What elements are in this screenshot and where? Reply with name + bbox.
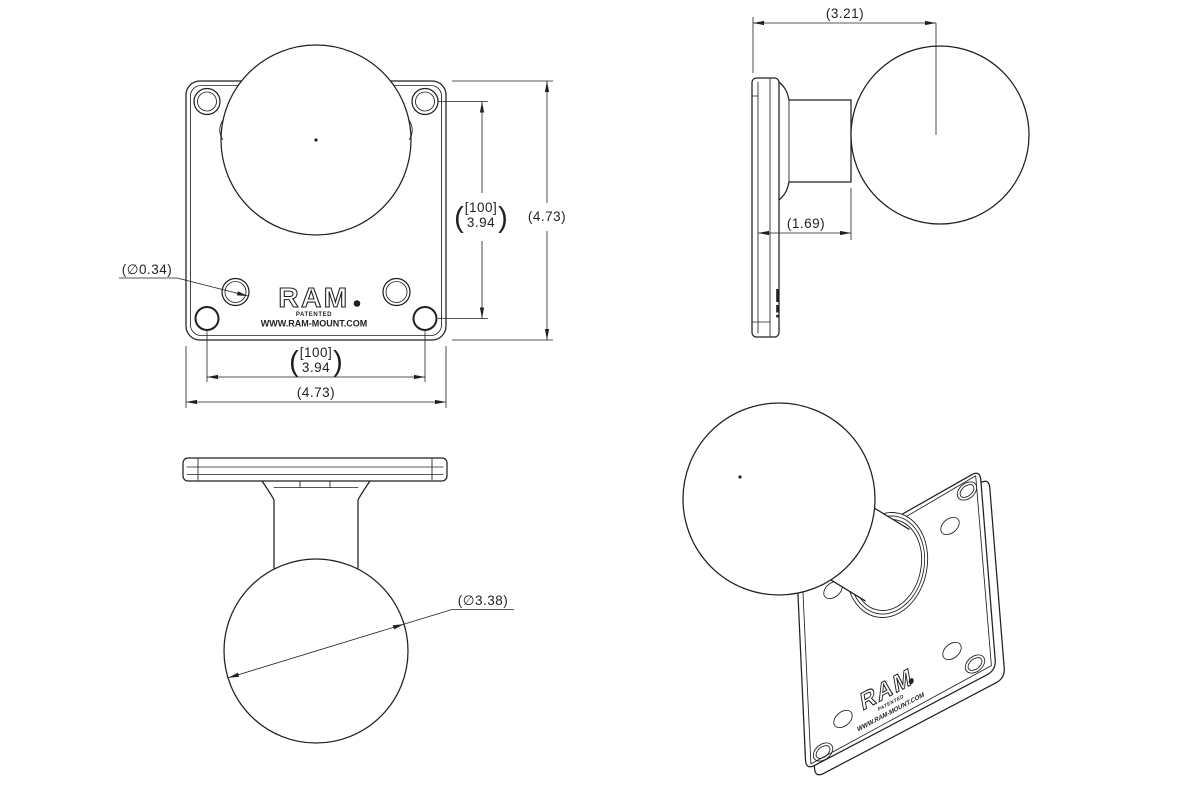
dim-vesa-mm-label: [100] xyxy=(465,200,498,215)
ball-highlight-mark xyxy=(738,475,742,479)
plate-edge-profile xyxy=(182,457,448,482)
dim-overall-vertical: (4.73) xyxy=(452,80,566,341)
paren: ( xyxy=(454,202,464,234)
hole-bottom-left xyxy=(194,306,220,331)
dim-ball-diameter-label: (∅3.38) xyxy=(458,593,509,608)
hole-middle-lower-left xyxy=(833,709,853,729)
flange-post-right xyxy=(357,480,371,570)
brand-period xyxy=(353,300,361,307)
hole-middle-upper-right xyxy=(940,516,960,536)
logo-front: RAM PATENTED WWW.RAM-MOUNT.COM xyxy=(261,281,367,329)
socket-flange-bump-left xyxy=(219,120,224,140)
dim-vesa-mm-label: [100] xyxy=(300,345,333,360)
paren: ) xyxy=(333,346,343,378)
paren: ( xyxy=(289,346,299,378)
dim-vesa-in-label: 3.94 xyxy=(467,215,495,230)
paren: ) xyxy=(498,202,508,234)
brand-period xyxy=(908,678,914,685)
ball-post xyxy=(830,507,910,602)
patented-text: PATENTED xyxy=(296,312,332,318)
dim-hole-diameter: (∅0.34) xyxy=(119,262,249,297)
hole-section-mark xyxy=(776,289,779,302)
ball-center-mark xyxy=(314,138,318,142)
dim-overall-horizontal: (4.73) xyxy=(185,346,447,408)
hole-top-left xyxy=(193,87,221,116)
dim-ball-center-offset: (3.21) xyxy=(752,6,937,135)
dim-ball-center-label: (3.21) xyxy=(826,6,864,21)
flange-curve-bottom xyxy=(778,181,790,201)
ball-outline xyxy=(682,402,876,596)
flange-curve-top xyxy=(778,81,790,101)
dim-socket-face-label: (1.69) xyxy=(787,216,825,231)
hole-section-mark xyxy=(776,314,779,318)
hole-corner-bottom-left xyxy=(812,742,834,762)
hole-middle-right xyxy=(382,277,411,307)
flange-post-left xyxy=(261,480,275,570)
website-text: WWW.RAM-MOUNT.COM xyxy=(261,319,367,329)
front-view: RAM PATENTED WWW.RAM-MOUNT.COM (∅0.34) (… xyxy=(119,44,566,408)
hole-corner-bottom-right xyxy=(964,654,986,674)
dim-ball-diameter: (∅3.38) xyxy=(227,593,514,679)
hole-middle-lower-right xyxy=(942,641,962,661)
side-view: (3.21) (1.69) xyxy=(751,6,1030,338)
dim-vesa-horizontal: ( [100] 3.94 ) xyxy=(206,331,426,382)
dim-overall-h-label: (4.73) xyxy=(297,385,335,400)
bottom-view: (∅3.38) xyxy=(182,457,514,744)
dim-socket-face-offset: (1.69) xyxy=(758,188,852,240)
hole-top-right xyxy=(411,87,439,116)
hole-section-mark xyxy=(776,305,779,313)
socket-flange-bump-right xyxy=(408,120,413,140)
hole-middle-left xyxy=(221,277,250,307)
hole-bottom-right xyxy=(412,306,438,331)
dim-vesa-vertical: ( [100] 3.94 ) xyxy=(438,101,508,319)
brand-text: RAM xyxy=(278,282,349,313)
dim-vesa-in-label: 3.94 xyxy=(302,360,330,375)
dim-overall-v-label: (4.73) xyxy=(528,209,566,224)
plate-edge-profile xyxy=(751,77,780,338)
ball-outline xyxy=(850,45,1030,225)
iso-view: RAM PATENTED WWW.RAM-MOUNT.COM xyxy=(682,402,1005,776)
hole-corner-top-right xyxy=(956,481,978,501)
dim-hole-diameter-label: (∅0.34) xyxy=(122,262,173,277)
